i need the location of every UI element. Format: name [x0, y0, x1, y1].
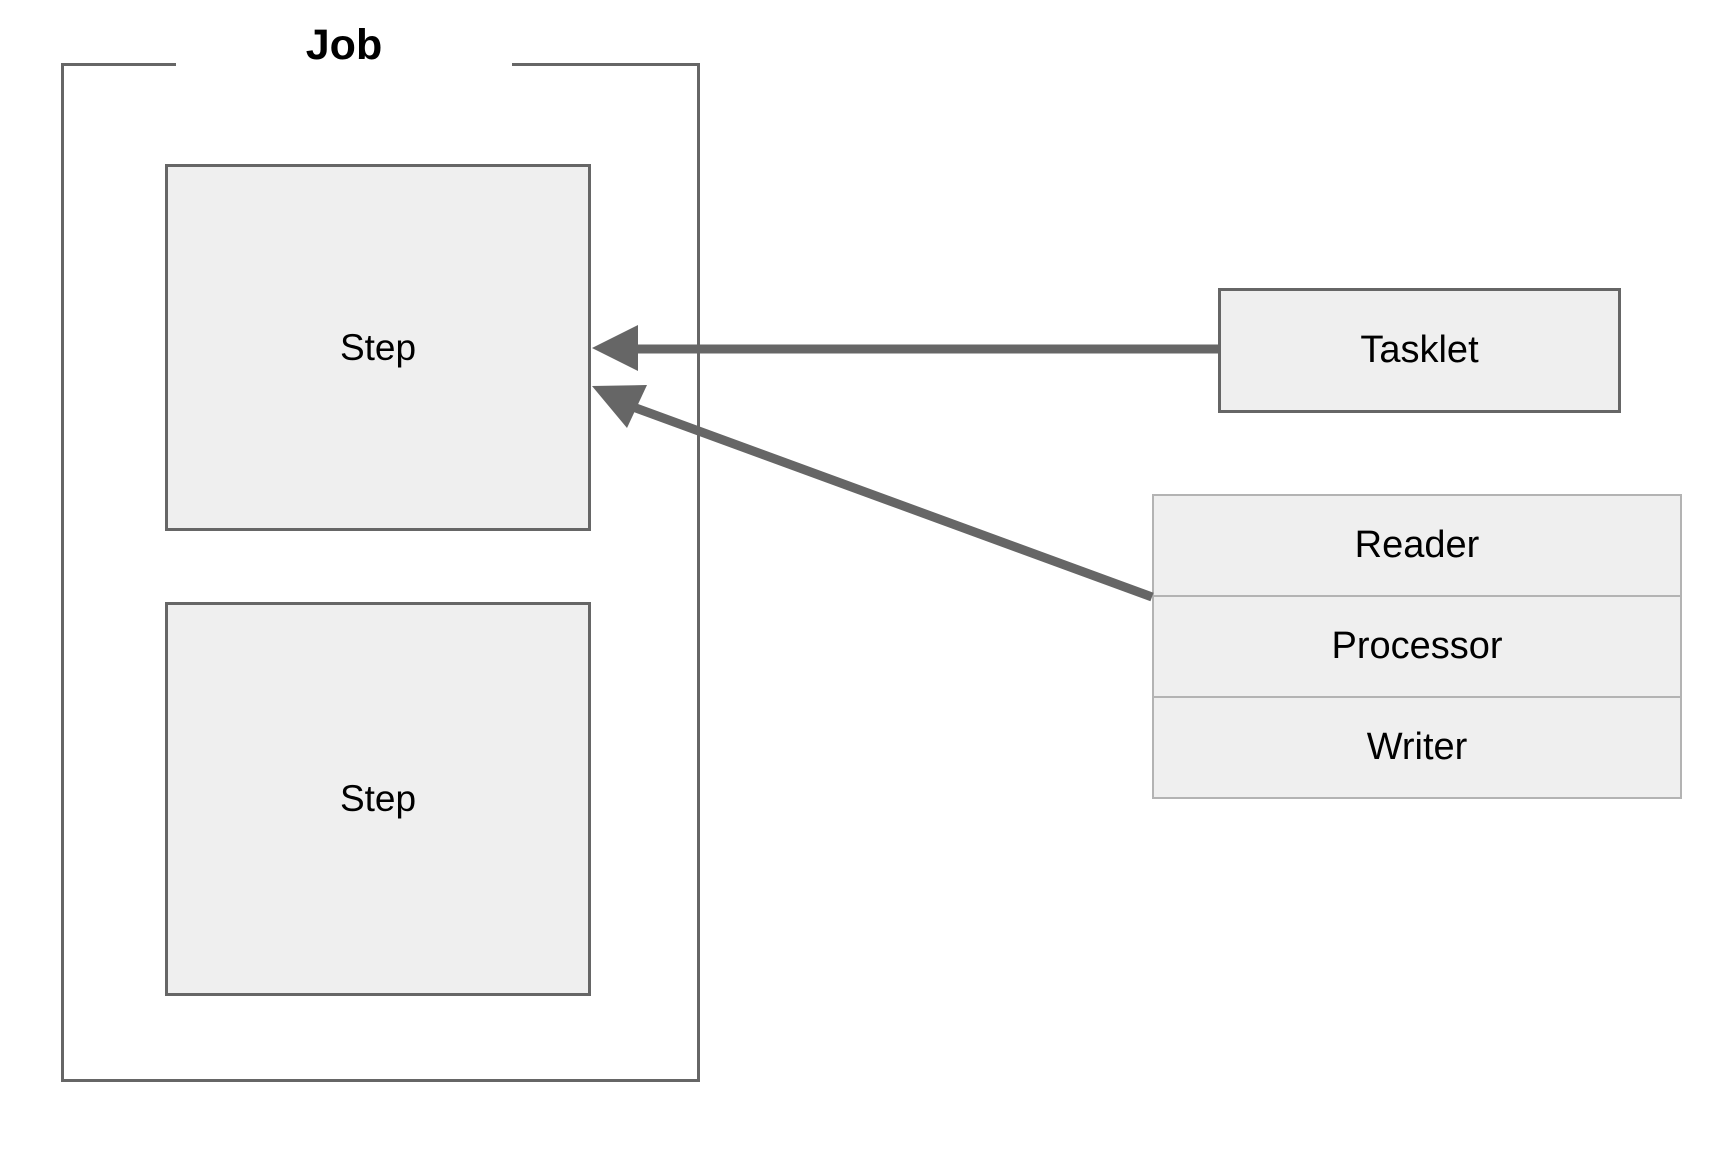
job-legend-gap [176, 52, 512, 68]
step-box-2-label: Step [339, 778, 417, 819]
chunk-row-writer[interactable]: Writer [1154, 698, 1680, 797]
chunk-row-processor-label: Processor [1331, 625, 1503, 667]
chunk-row-reader-label: Reader [1354, 524, 1480, 566]
chunk-row-writer-label: Writer [1366, 726, 1468, 768]
step-box-2[interactable]: Step [165, 602, 591, 996]
chunk-stack: Reader Processor Writer [1152, 494, 1682, 799]
tasklet-label: Tasklet [1360, 329, 1479, 371]
step-box-1-label: Step [339, 326, 417, 368]
connector-chunk-to-step-line [623, 399, 1154, 602]
tasklet-box[interactable]: Tasklet [1218, 288, 1621, 413]
chunk-row-reader[interactable]: Reader [1154, 496, 1680, 597]
chunk-row-processor[interactable]: Processor [1154, 597, 1680, 698]
step-box-1[interactable]: Step [165, 164, 591, 531]
job-title: Job [305, 21, 383, 69]
